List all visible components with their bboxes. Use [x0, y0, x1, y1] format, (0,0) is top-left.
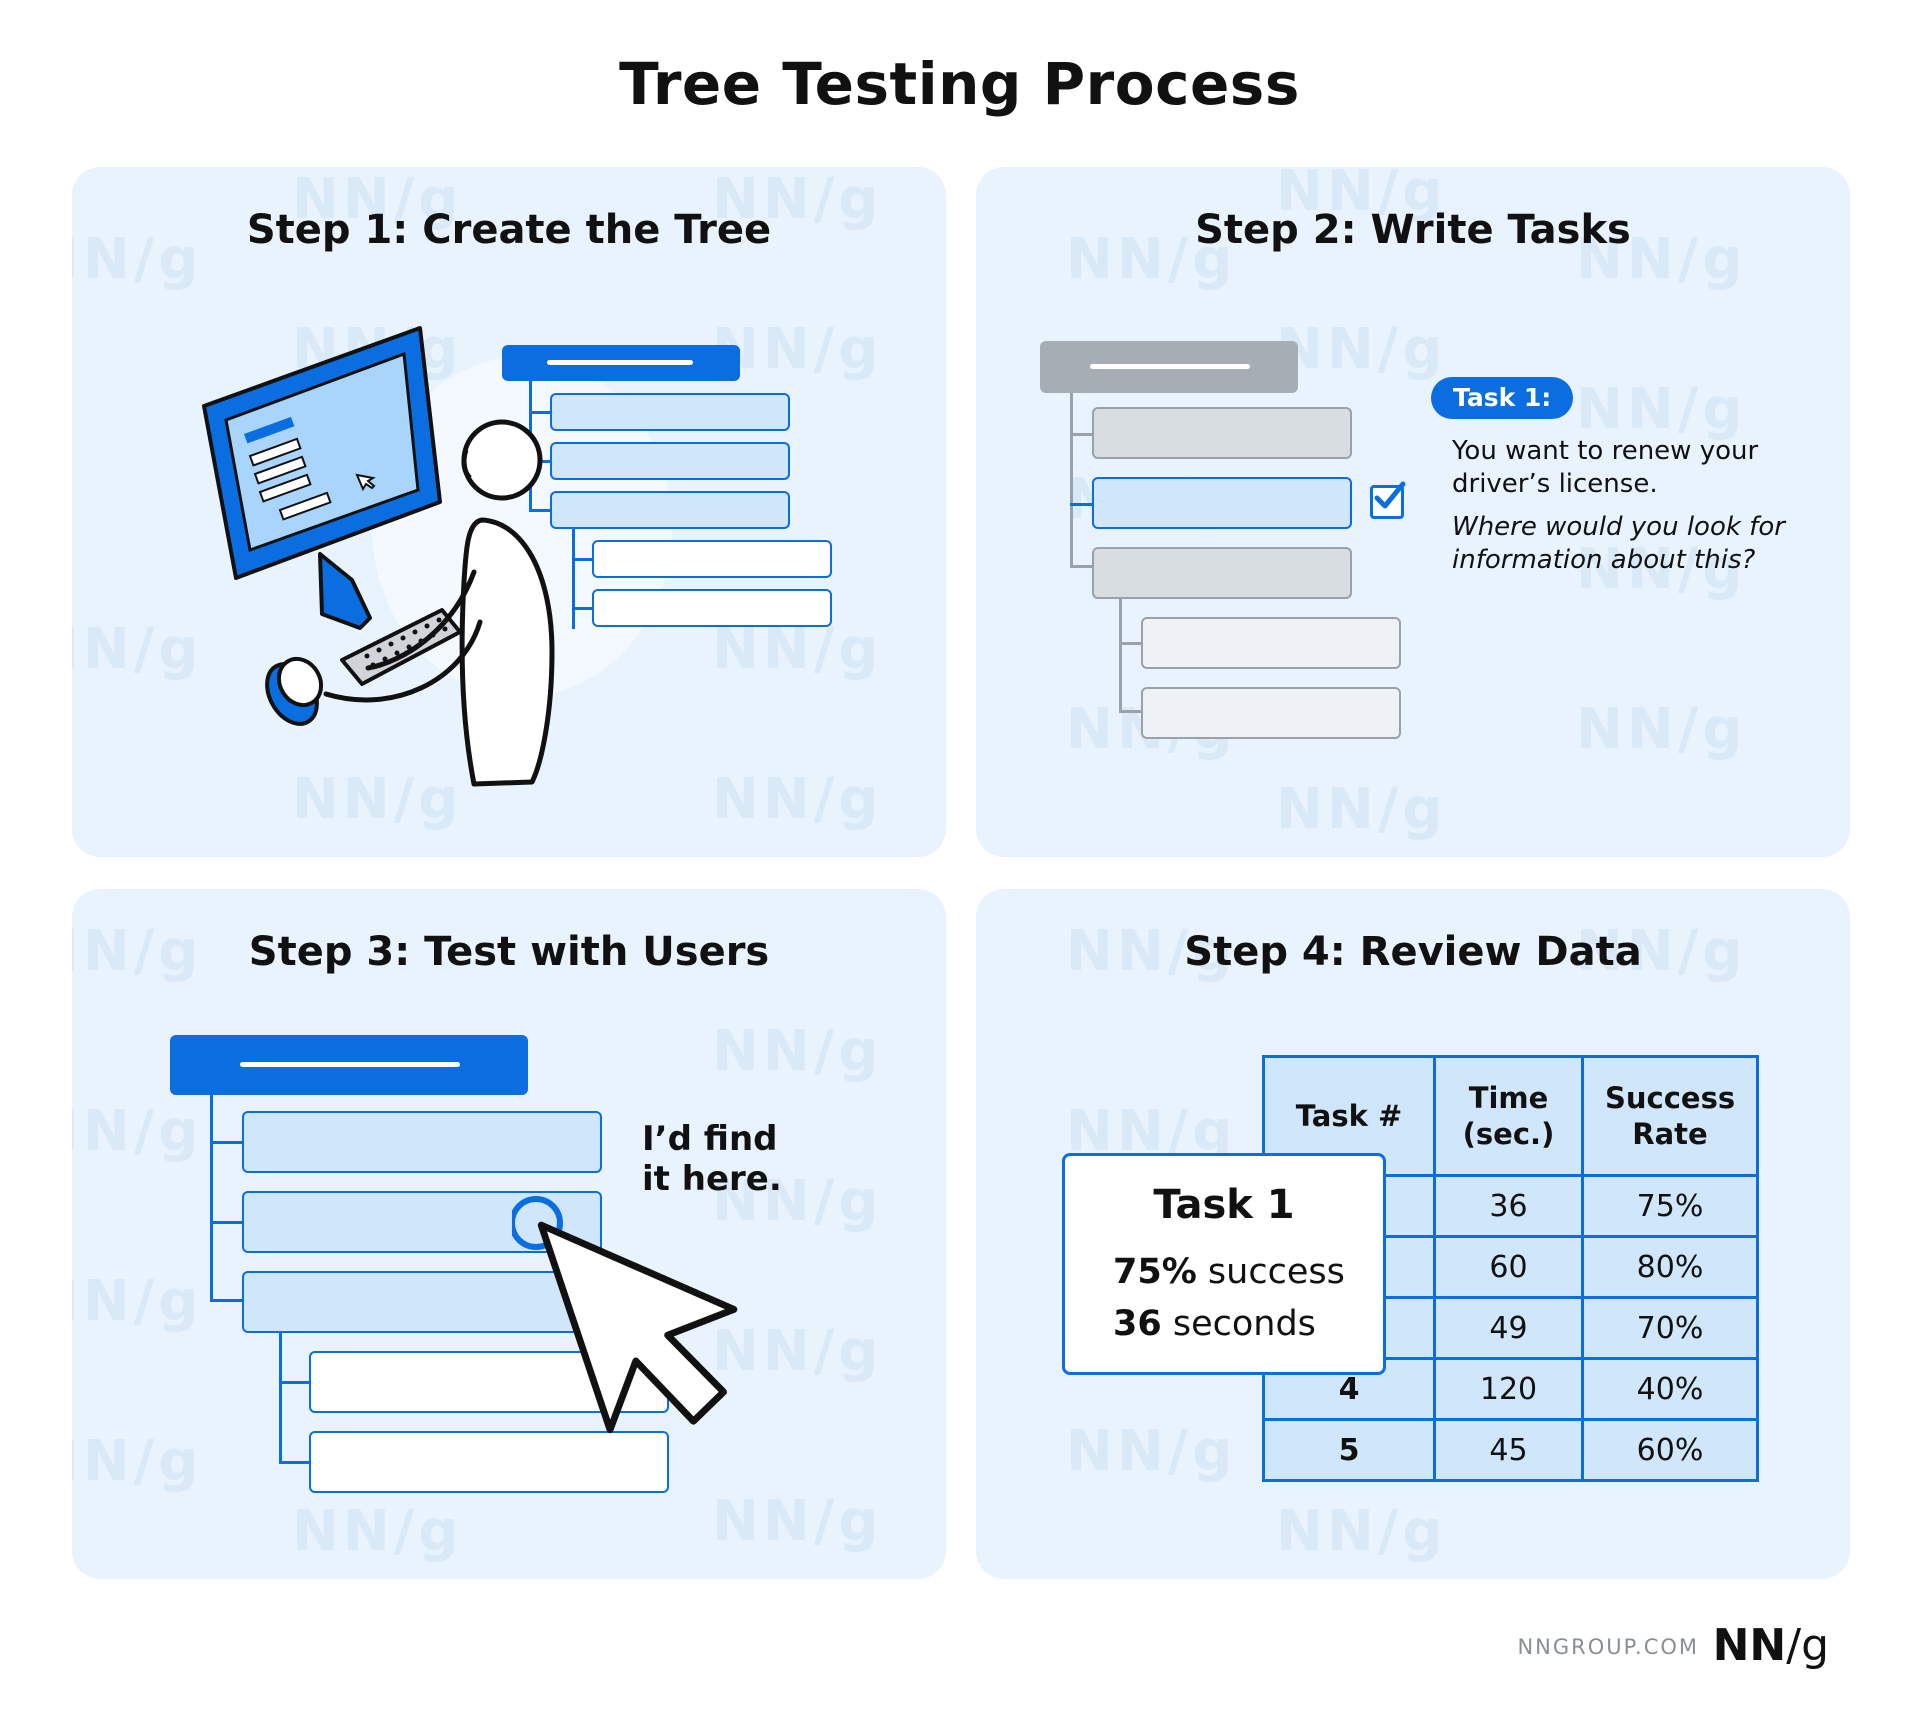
- tree-node: [242, 1271, 602, 1333]
- tree-node: [242, 1111, 602, 1173]
- watermark: NN/g: [712, 1019, 883, 1084]
- tree-node: [550, 393, 790, 431]
- watermark: NN/g: [72, 1429, 203, 1494]
- tree-root-node: [170, 1035, 528, 1095]
- checkmark-icon: [1370, 481, 1406, 519]
- task-question: Where would you look for information abo…: [1452, 512, 1785, 575]
- watermark: NN/g: [1066, 1419, 1237, 1484]
- watermark: NN/g: [1276, 1499, 1447, 1564]
- table-cell: 60%: [1581, 1418, 1759, 1482]
- tree-node: [550, 442, 790, 480]
- table-cell: 70%: [1581, 1296, 1759, 1360]
- table-header: Success Rate: [1581, 1055, 1759, 1177]
- step-1-title: Step 1: Create the Tree: [246, 207, 772, 253]
- table-cell: 60: [1433, 1235, 1584, 1299]
- table-cell: 49: [1433, 1296, 1584, 1360]
- table-row: 5 45 60%: [1262, 1418, 1759, 1482]
- summary-time: 36 seconds: [1113, 1304, 1316, 1344]
- task-summary-card: Task 1 75% success 36 seconds: [1062, 1153, 1386, 1375]
- summary-title: Task 1: [1153, 1182, 1295, 1228]
- tree-leaf-node: [1141, 617, 1401, 669]
- step-3-title: Step 3: Test with Users: [248, 929, 770, 975]
- step-2-panel: NN/g NN/g NN/g NN/g NN/g NN/g NN/g NN/g …: [976, 167, 1850, 857]
- table-cell: 120: [1433, 1357, 1584, 1421]
- table-cell: 5: [1262, 1418, 1436, 1482]
- watermark: NN/g: [712, 767, 883, 832]
- summary-success: 75% success: [1113, 1252, 1345, 1292]
- step-1-panel: NN/g NN/g NN/g NN/g NN/g NN/g NN/g NN/g …: [72, 167, 946, 857]
- speech-text: I’d find it here.: [642, 1119, 782, 1199]
- nng-logo: NN/g: [1712, 1620, 1829, 1671]
- task-description: You want to renew your driver’s license.: [1452, 436, 1759, 499]
- tree-node: [1092, 407, 1352, 459]
- table-cell: 80%: [1581, 1235, 1759, 1299]
- step-2-title: Step 2: Write Tasks: [1195, 207, 1631, 253]
- person-at-computer-illustration: [202, 326, 555, 787]
- table-cell: 40%: [1581, 1357, 1759, 1421]
- tree-root-node: [502, 345, 740, 381]
- step-4-panel: NN/g NN/g NN/g NN/g NN/g Step 4: Review …: [976, 889, 1850, 1579]
- watermark: NN/g: [1276, 777, 1447, 842]
- table-header: Time (sec.): [1433, 1055, 1584, 1177]
- watermark: NN/g: [72, 617, 203, 682]
- watermark: NN/g: [712, 1489, 883, 1554]
- tree-leaf-node: [309, 1431, 669, 1493]
- step-4-title: Step 4: Review Data: [1184, 929, 1642, 975]
- watermark: NN/g: [292, 1499, 463, 1564]
- table-cell: 75%: [1581, 1174, 1759, 1238]
- tree-root-node: [1040, 341, 1298, 393]
- tree-leaf-node: [1141, 687, 1401, 739]
- task-badge: Task 1:: [1431, 377, 1574, 419]
- cursor-arrow-icon: [512, 1196, 738, 1434]
- tree-node: [1092, 547, 1352, 599]
- watermark: NN/g: [72, 1269, 203, 1334]
- table-row: 4 120 40%: [1262, 1357, 1759, 1421]
- watermark: NN/g: [1576, 377, 1747, 442]
- tree-node-selected: [1092, 477, 1352, 529]
- tree-leaf-node: [592, 589, 832, 627]
- table-cell: 45: [1433, 1418, 1584, 1482]
- site-url: NNGROUP.COM: [1517, 1635, 1699, 1659]
- tree-leaf-node: [592, 540, 832, 578]
- tree-node: [550, 491, 790, 529]
- watermark: NN/g: [1276, 317, 1447, 382]
- watermark: NN/g: [72, 1099, 203, 1164]
- watermark: NN/g: [1576, 697, 1747, 762]
- table-cell: 36: [1433, 1174, 1584, 1238]
- step-3-panel: NN/g NN/g NN/g NN/g NN/g NN/g NN/g NN/g …: [72, 889, 946, 1579]
- page-title: Tree Testing Process: [619, 50, 1300, 118]
